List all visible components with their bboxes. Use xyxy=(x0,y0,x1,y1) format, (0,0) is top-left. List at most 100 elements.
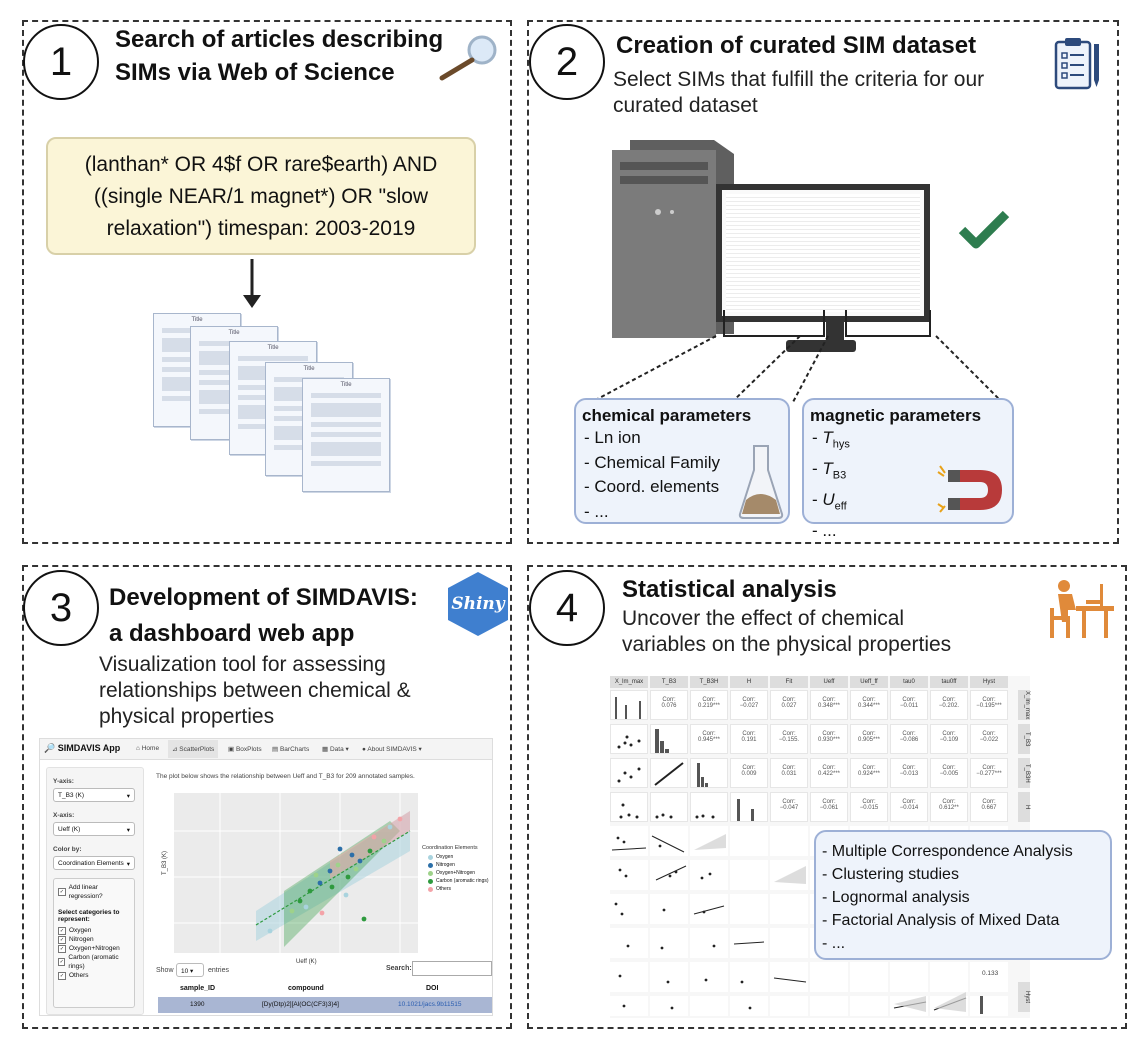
legend-item: Others xyxy=(428,885,489,893)
panel3-subtitle-line3: physical properties xyxy=(99,705,275,728)
matrix-col-header: Fit xyxy=(770,676,808,688)
nav-about[interactable]: ● About SIMDAVIS ▾ xyxy=(362,746,422,753)
colorby-select[interactable]: Coordination Elements▾ xyxy=(53,856,135,870)
panel1-title-line2: SIMs via Web of Science xyxy=(115,59,395,86)
panel1-title-line1: Search of articles describing xyxy=(115,26,444,53)
chemical-item: - Ln ion xyxy=(584,428,641,447)
nav-data[interactable]: ▦ Data ▾ xyxy=(322,746,349,753)
legend-item: Carbon (aromatic rings) xyxy=(428,877,489,885)
query-line-3: relaxation") timespan: 2003-2019 xyxy=(106,217,416,240)
app-navbar xyxy=(40,739,492,760)
show-label: Show xyxy=(156,967,174,974)
xaxis-label: X-axis: xyxy=(53,812,75,819)
doi-link[interactable]: 10.1021/jacs.9b11515 xyxy=(398,1001,462,1008)
corr-cell: Corr: 0.924*** xyxy=(850,758,888,788)
step-number-1: 1 xyxy=(23,24,99,100)
category-checkbox[interactable]: ✓Oxygen+Nitrogen xyxy=(58,944,120,953)
column-header[interactable]: compound xyxy=(288,985,324,992)
scatter-plot: Ueff (K) T_B3 (K) Coordination Elements … xyxy=(160,791,490,967)
legend-item: Oxygen+Nitrogen xyxy=(428,869,489,877)
step-number-3: 3 xyxy=(23,570,99,646)
column-header[interactable]: DOI xyxy=(426,985,439,992)
corr-cell: Corr: −0.155. xyxy=(770,724,808,754)
nav-boxplots[interactable]: ▣ BoxPlots xyxy=(228,746,262,753)
panel-curation xyxy=(527,20,1119,544)
query-line-1: (lanthan* OR 4$f OR rare$earth) AND xyxy=(84,153,438,176)
matrix-histogram xyxy=(730,792,768,822)
chemical-item: - Coord. elements xyxy=(584,477,720,496)
options-panel: ✓Add linear regression? Select categorie… xyxy=(53,878,135,1008)
panel3-title-line2: a dashboard web app xyxy=(109,620,355,647)
table-row[interactable]: 1390 [Dy(Dtp)2][Al(OC(CF3)3)4] 10.1021/j… xyxy=(158,997,492,1013)
svg-text:T_B3 (K): T_B3 (K) xyxy=(162,851,168,875)
matrix-col-header: T_B3H xyxy=(690,676,728,688)
down-arrow-icon xyxy=(240,259,264,309)
categories-label: Select categories to represent: xyxy=(58,909,120,923)
chemical-item: - ... xyxy=(584,501,609,521)
yaxis-label: Y-axis: xyxy=(53,778,74,785)
corr-cell: 0.133 xyxy=(982,970,999,977)
corr-cell: Corr: −0.014 xyxy=(890,792,928,822)
corr-cell: Corr: −0.027 xyxy=(730,690,768,720)
person-at-desk-icon xyxy=(1046,578,1116,640)
xaxis-select[interactable]: Ueff (K)▾ xyxy=(53,822,135,836)
nav-home[interactable]: ⌂ Home xyxy=(136,745,160,752)
panel2-title: Creation of curated SIM dataset xyxy=(616,32,977,59)
matrix-col-header: tau0 xyxy=(890,676,928,688)
legend-item: Nitrogen xyxy=(428,861,489,869)
nav-scatterplots[interactable]: ⊿ ScatterPlots xyxy=(168,740,219,758)
matrix-histogram xyxy=(650,724,688,754)
corr-cell: Corr: −0.109 xyxy=(930,724,968,754)
corr-cell: Corr: 0.930*** xyxy=(810,724,848,754)
corr-cell: Corr: 0.945*** xyxy=(690,724,728,754)
column-header[interactable]: sample_ID xyxy=(180,985,216,992)
corr-cell: Corr: 0.348*** xyxy=(810,690,848,720)
yaxis-select[interactable]: T_B3 (K)▾ xyxy=(53,788,135,802)
panel3-subtitle-line2: relationships between chemical & xyxy=(99,679,411,702)
flask-icon xyxy=(738,444,784,520)
corr-cell: Corr: 0.191 xyxy=(730,724,768,754)
panel4-subtitle-line1: Uncover the effect of chemical xyxy=(622,607,905,630)
matrix-row-header: Hyst xyxy=(1018,982,1030,1012)
checkmark-icon xyxy=(958,210,1010,250)
nav-barcharts[interactable]: ▤ BarCharts xyxy=(272,746,310,753)
simdavis-app: 🔎 SIMDAVIS App ⌂ Home ⊿ ScatterPlots ▣ B… xyxy=(39,738,493,1016)
matrix-scatter xyxy=(610,724,648,754)
table-header: sample_ID compound DOI xyxy=(158,981,492,998)
panel4-title: Statistical analysis xyxy=(622,576,837,603)
category-checkbox[interactable]: ✓Carbon (aromatic rings) xyxy=(58,954,119,970)
magnetic-parameters-heading: magnetic parameters xyxy=(810,406,982,425)
regression-checkbox[interactable]: ✓Add linear regression? xyxy=(58,884,103,900)
panel3-title-line1: Development of SIMDAVIS: xyxy=(109,584,418,611)
analysis-method-item: - Lognormal analysis xyxy=(822,889,970,906)
svg-text:Shiny: Shiny xyxy=(451,594,505,614)
magnet-icon xyxy=(936,464,1006,516)
matrix-histogram xyxy=(610,690,648,720)
category-checkbox[interactable]: ✓Oxygen xyxy=(58,926,92,935)
magnetic-item: - ... xyxy=(812,520,837,540)
clipboard-icon xyxy=(1053,36,1103,92)
analysis-method-item: - Multiple Correspondence Analysis xyxy=(822,843,1073,860)
corr-cell: Corr: −0.013 xyxy=(890,758,928,788)
matrix-scatter xyxy=(690,792,728,822)
step-number-2: 2 xyxy=(529,24,605,100)
corr-cell: Corr: 0.344*** xyxy=(850,690,888,720)
matrix-scatter xyxy=(610,758,648,788)
analysis-method-item: - Clustering studies xyxy=(822,866,959,883)
app-logo[interactable]: 🔎 SIMDAVIS App xyxy=(44,743,121,753)
magnetic-item: - TB3 xyxy=(812,458,847,482)
panel-statistics xyxy=(527,565,1127,1029)
category-checkbox[interactable]: ✓Others xyxy=(58,971,89,980)
matrix-col-header: tau0ff xyxy=(930,676,968,688)
panel-dashboard xyxy=(22,565,512,1029)
chemical-item: - Chemical Family xyxy=(584,452,721,472)
matrix-row-header: H xyxy=(1018,792,1030,822)
entries-label: entries xyxy=(208,967,230,974)
search-input[interactable] xyxy=(412,961,492,976)
app-sidebar: Y-axis: T_B3 (K)▾ X-axis: Ueff (K)▾ Colo… xyxy=(46,767,144,1015)
matrix-col-header: T_B3 xyxy=(650,676,688,688)
matrix-col-header: X_lm_max xyxy=(610,676,648,688)
query-line-2: ((single NEAR/1 magnet*) OR "slow xyxy=(93,185,429,208)
category-checkbox[interactable]: ✓Nitrogen xyxy=(58,935,94,944)
entries-select[interactable]: 10 ▾ xyxy=(176,963,204,977)
